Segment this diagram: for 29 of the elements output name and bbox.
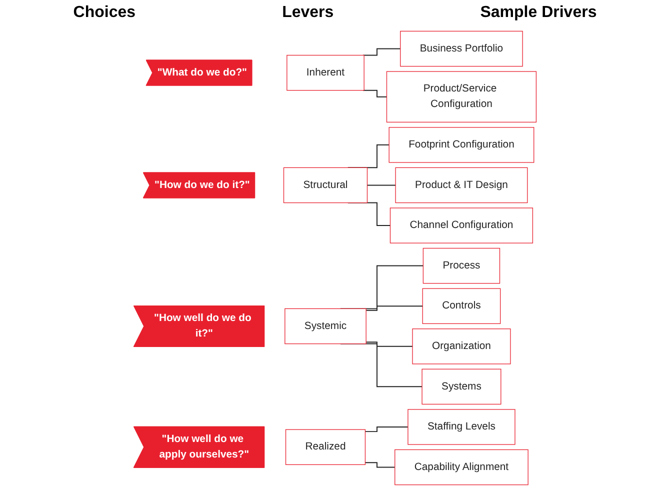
column-heading: Sample Drivers — [480, 4, 597, 22]
driver-box: Process — [422, 248, 500, 284]
driver-box: Channel Configuration — [390, 208, 534, 244]
driver-box: Capability Alignment — [394, 449, 528, 486]
driver-box: Product & IT Design — [395, 167, 528, 204]
driver-box: Footprint Configuration — [388, 127, 534, 163]
choice-arrow: "How well do we apply ourselves?" — [133, 426, 265, 468]
driver-box: Systems — [422, 368, 502, 405]
driver-box: Product/Service Configuration — [386, 71, 537, 122]
lever-box: Inherent — [286, 54, 364, 91]
column-heading: Levers — [282, 4, 334, 22]
choice-arrow: "How do we do it?" — [142, 172, 256, 198]
driver-box: Controls — [422, 288, 501, 324]
driver-box: Organization — [412, 328, 511, 364]
connector — [366, 184, 396, 186]
connector — [364, 462, 396, 468]
choice-arrow: "What do we do?" — [146, 60, 252, 86]
connector — [366, 306, 424, 311]
lever-box: Realized — [285, 429, 366, 465]
column-heading: Choices — [73, 4, 136, 22]
lever-box: Systemic — [284, 308, 366, 344]
lever-box: Structural — [283, 167, 368, 204]
choice-arrow: "How well do we do it?" — [133, 305, 265, 348]
connector — [366, 342, 413, 347]
driver-box: Staffing Levels — [408, 409, 516, 445]
connector — [362, 48, 401, 56]
connector — [362, 90, 388, 98]
driver-box: Business Portfolio — [400, 30, 523, 67]
connector — [364, 426, 408, 432]
